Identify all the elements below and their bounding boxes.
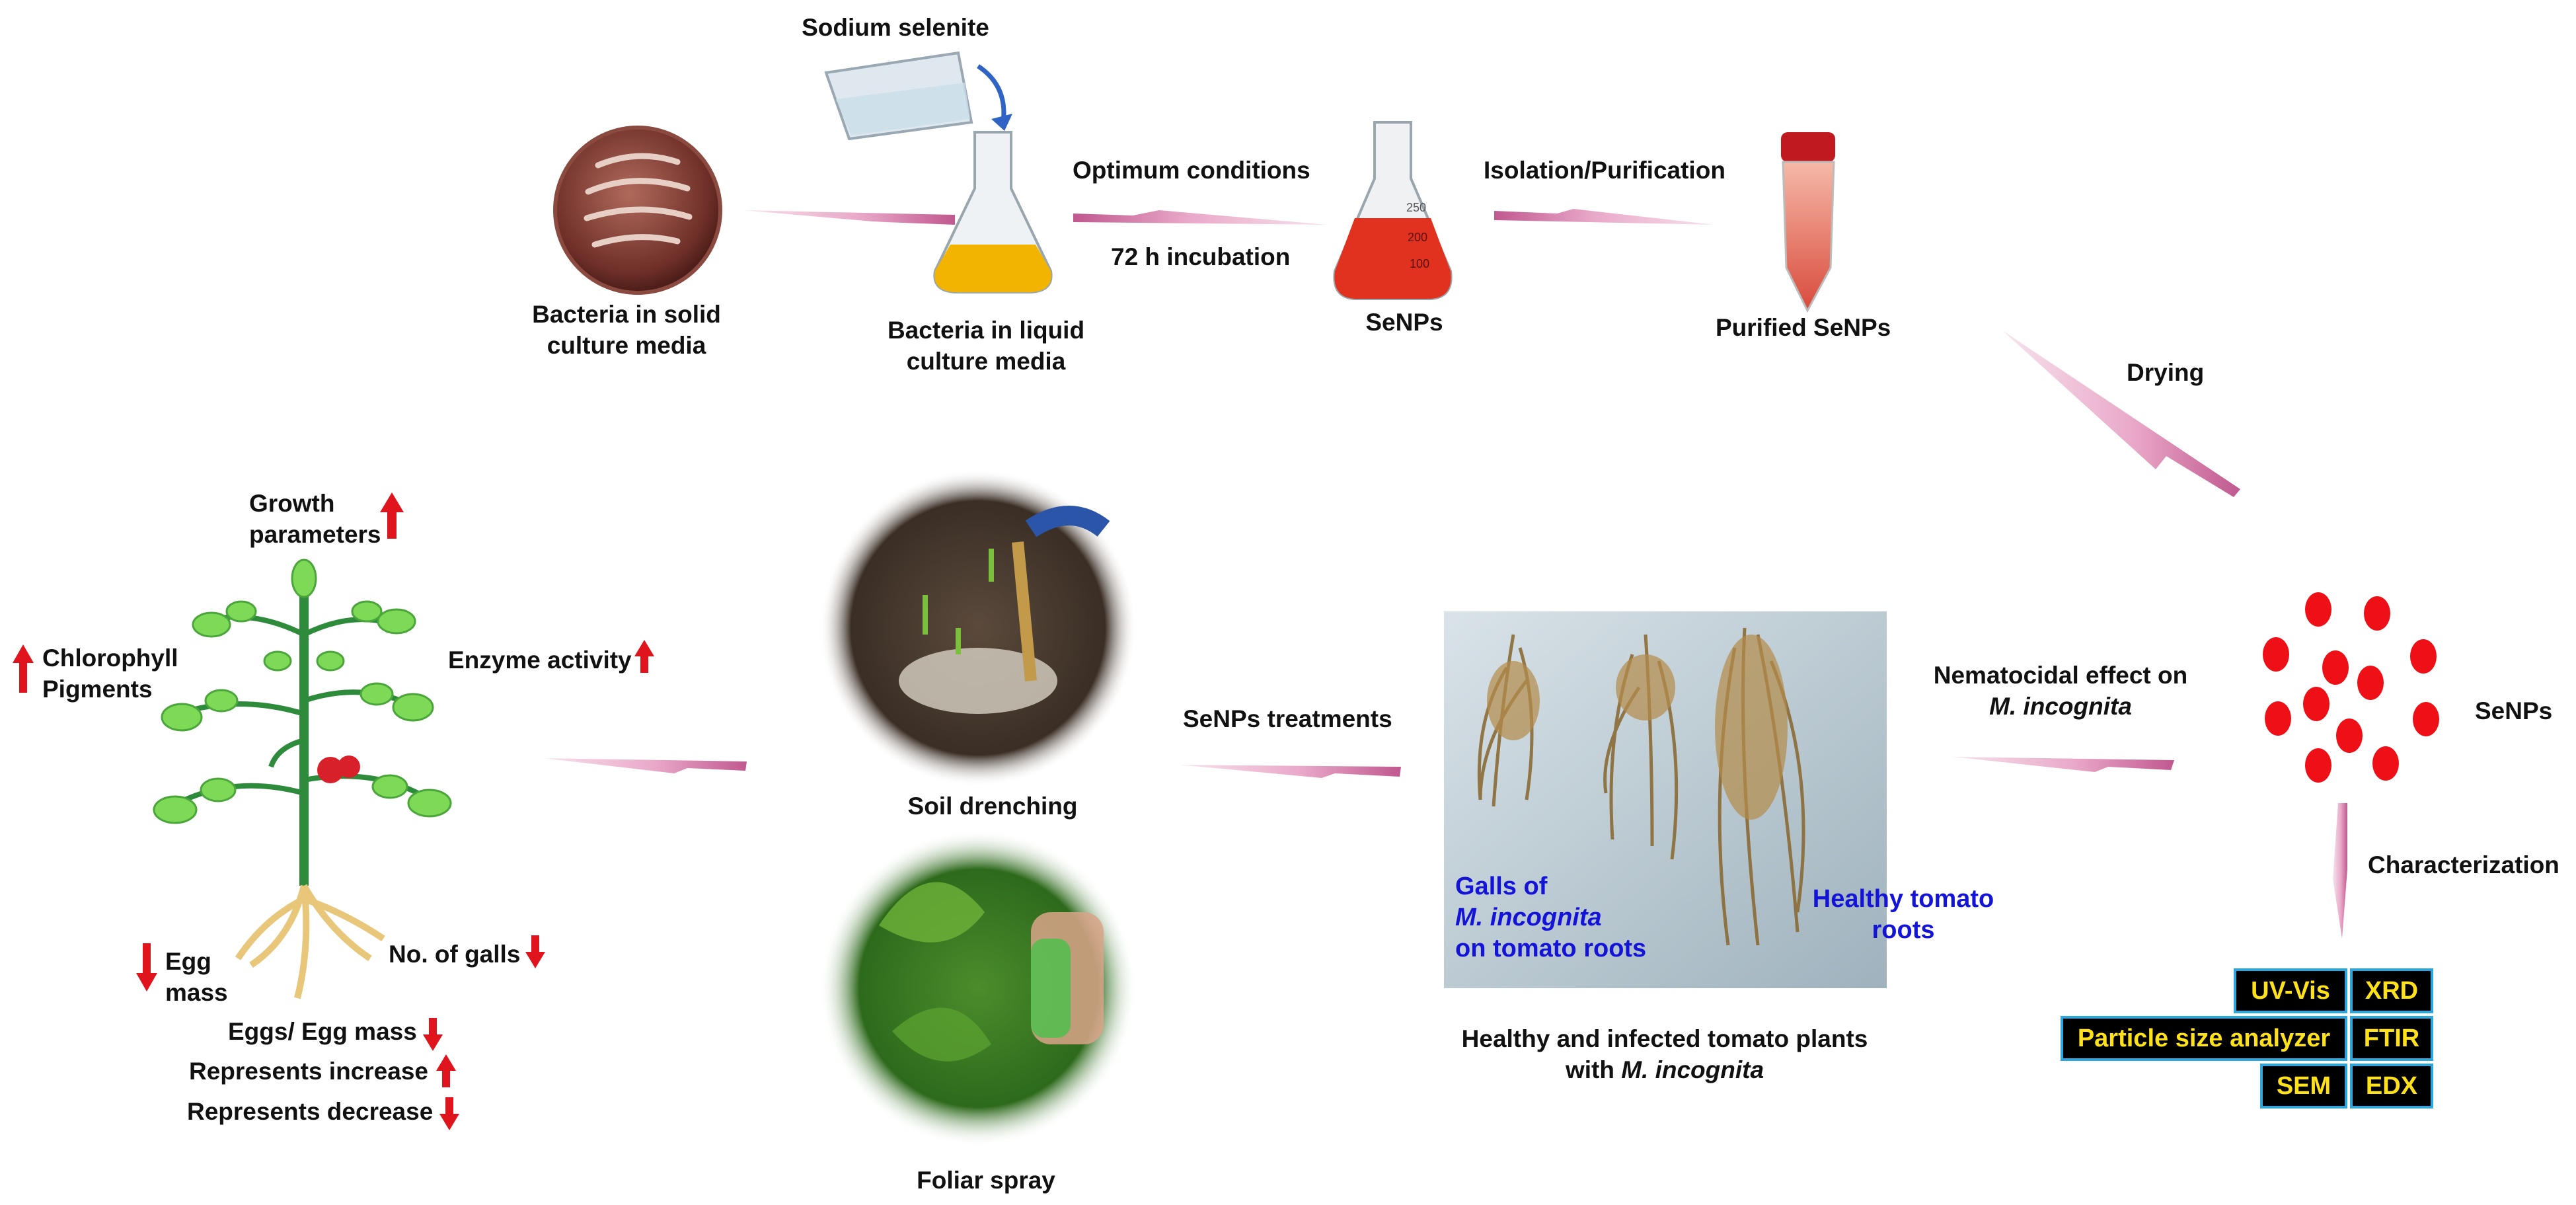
- uv-vis-box: UV-Vis: [2234, 968, 2347, 1013]
- foliar-spray-label: Foliar spray: [917, 1167, 1055, 1194]
- arrow-isolation: [1494, 209, 1714, 225]
- arrow-petri-to-flask: [743, 210, 955, 225]
- senps-particles: [2263, 592, 2439, 783]
- senps-flask: 250 200 100: [1333, 121, 1453, 300]
- soil-drenching-photo: [819, 469, 1137, 787]
- egg-mass-decrease-arrow: [136, 943, 157, 991]
- tomato-plant: [153, 559, 452, 999]
- isolation-label: Isolation/Purification: [1484, 157, 1725, 184]
- bacteria-liquid-label: Bacteria in liquid culture media: [888, 315, 1084, 377]
- senps-flask-label: SeNPs: [1365, 309, 1443, 336]
- galls-line3: on tomato roots: [1455, 935, 1647, 962]
- arrow-drying: [2002, 330, 2240, 497]
- egg-mass-line1: Egg: [165, 948, 211, 975]
- chlorophyll-label: Chlorophyll Pigments: [42, 642, 178, 705]
- bacteria-solid-label: Bacteria in solid culture media: [532, 299, 721, 361]
- soil-drenching-label: Soil drenching: [907, 793, 1078, 820]
- photo-caption-species: M. incognita: [1621, 1056, 1764, 1083]
- photo-caption-with: with: [1565, 1056, 1622, 1083]
- arrow-incubation: [1073, 210, 1328, 225]
- ftir-box: FTIR: [2350, 1016, 2433, 1061]
- growth-label: Growth parameters: [249, 488, 381, 550]
- nematocidal-label: Nematocidal effect on M. incognita: [1934, 660, 2187, 722]
- galls-label: Galls of M. incognita on tomato roots: [1455, 871, 1646, 964]
- growth-line2: parameters: [249, 521, 381, 548]
- flask-mark-100: 100: [1410, 257, 1429, 270]
- senps-dots-label: SeNPs: [2475, 697, 2553, 724]
- enzyme-label: Enzyme activity: [448, 646, 632, 674]
- plant-roots: [235, 884, 385, 999]
- purified-senps-tube: [1781, 132, 1835, 313]
- arrow-characterization: [2333, 803, 2347, 939]
- eggs-decrease-arrow: [423, 1018, 443, 1051]
- photo-caption-line1: Healthy and infected tomato plants: [1461, 1025, 1868, 1052]
- arrow-to-plant: [543, 758, 747, 773]
- galls-line1: Galls of: [1455, 873, 1548, 900]
- legend-increase-arrow: [436, 1054, 456, 1087]
- edx-box: EDX: [2350, 1064, 2433, 1108]
- chlorophyll-line2: Pigments: [42, 676, 153, 703]
- particle-size-box: Particle size analyzer: [2061, 1016, 2347, 1061]
- incubation-label: 72 h incubation: [1111, 243, 1291, 270]
- enzyme-increase-arrow: [634, 640, 654, 673]
- indicator-arrows: [13, 492, 654, 1130]
- healthy-roots-line2: roots: [1872, 916, 1935, 944]
- chlorophyll-increase-arrow: [13, 644, 34, 693]
- growth-line1: Growth: [249, 490, 335, 517]
- pour-arrow: [977, 64, 1006, 123]
- drying-label: Drying: [2127, 359, 2205, 386]
- nematocidal-line1: Nematocidal effect on: [1933, 662, 2188, 689]
- bacteria-liquid-line2: culture media: [906, 348, 1066, 375]
- egg-mass-line2: mass: [165, 979, 228, 1006]
- legend-increase-label: Represents increase: [189, 1058, 428, 1085]
- bacteria-solid-line2: culture media: [547, 332, 706, 359]
- chlorophyll-line1: Chlorophyll: [42, 644, 178, 672]
- foliar-spray-photo: [819, 830, 1137, 1147]
- optimum-conditions-label: Optimum conditions: [1073, 157, 1310, 184]
- photo-caption: Healthy and infected tomato plants with …: [1462, 1023, 1868, 1085]
- sodium-selenite-label: Sodium selenite: [802, 14, 989, 41]
- characterization-label: Characterization: [2368, 851, 2559, 878]
- flask-mark-250: 250: [1406, 201, 1426, 214]
- legend-decrease-label: Represents decrease: [187, 1098, 434, 1125]
- bacteria-solid-line1: Bacteria in solid: [532, 301, 721, 328]
- tomato-fruits: [317, 756, 360, 783]
- xrd-box: XRD: [2350, 968, 2433, 1013]
- arrow-treatments: [1180, 765, 1401, 778]
- growth-increase-arrow: [380, 492, 404, 539]
- arrow-senps-to-roots: [1953, 757, 2174, 772]
- flask-mark-200: 200: [1408, 231, 1427, 244]
- photo-caption-line2: with M. incognita: [1462, 1054, 1868, 1085]
- galls-decrease-arrow: [525, 935, 545, 968]
- petri-dish-image: [553, 126, 722, 295]
- healthy-roots-line1: Healthy tomato: [1812, 885, 1994, 913]
- purified-senps-label: Purified SeNPs: [1716, 314, 1891, 341]
- tomato-roots-photo: [1444, 611, 1887, 988]
- treatments-label: SeNPs treatments: [1183, 705, 1392, 732]
- egg-mass-label: Egg mass: [165, 946, 228, 1008]
- sem-box: SEM: [2260, 1064, 2347, 1108]
- liquid-culture-flask: [933, 131, 1053, 293]
- nematocidal-line2: M. incognita: [1989, 693, 2132, 720]
- legend-decrease-arrow: [439, 1097, 459, 1130]
- eggs-label: Eggs/ Egg mass: [228, 1018, 417, 1045]
- bacteria-liquid-line1: Bacteria in liquid: [887, 317, 1085, 344]
- workflow-arrows: [543, 209, 2347, 939]
- selenite-beaker-image: [824, 51, 1012, 141]
- galls-count-label: No. of galls: [389, 941, 521, 968]
- healthy-roots-label: Healthy tomato roots: [1813, 884, 1994, 946]
- galls-line2: M. incognita: [1455, 904, 1602, 931]
